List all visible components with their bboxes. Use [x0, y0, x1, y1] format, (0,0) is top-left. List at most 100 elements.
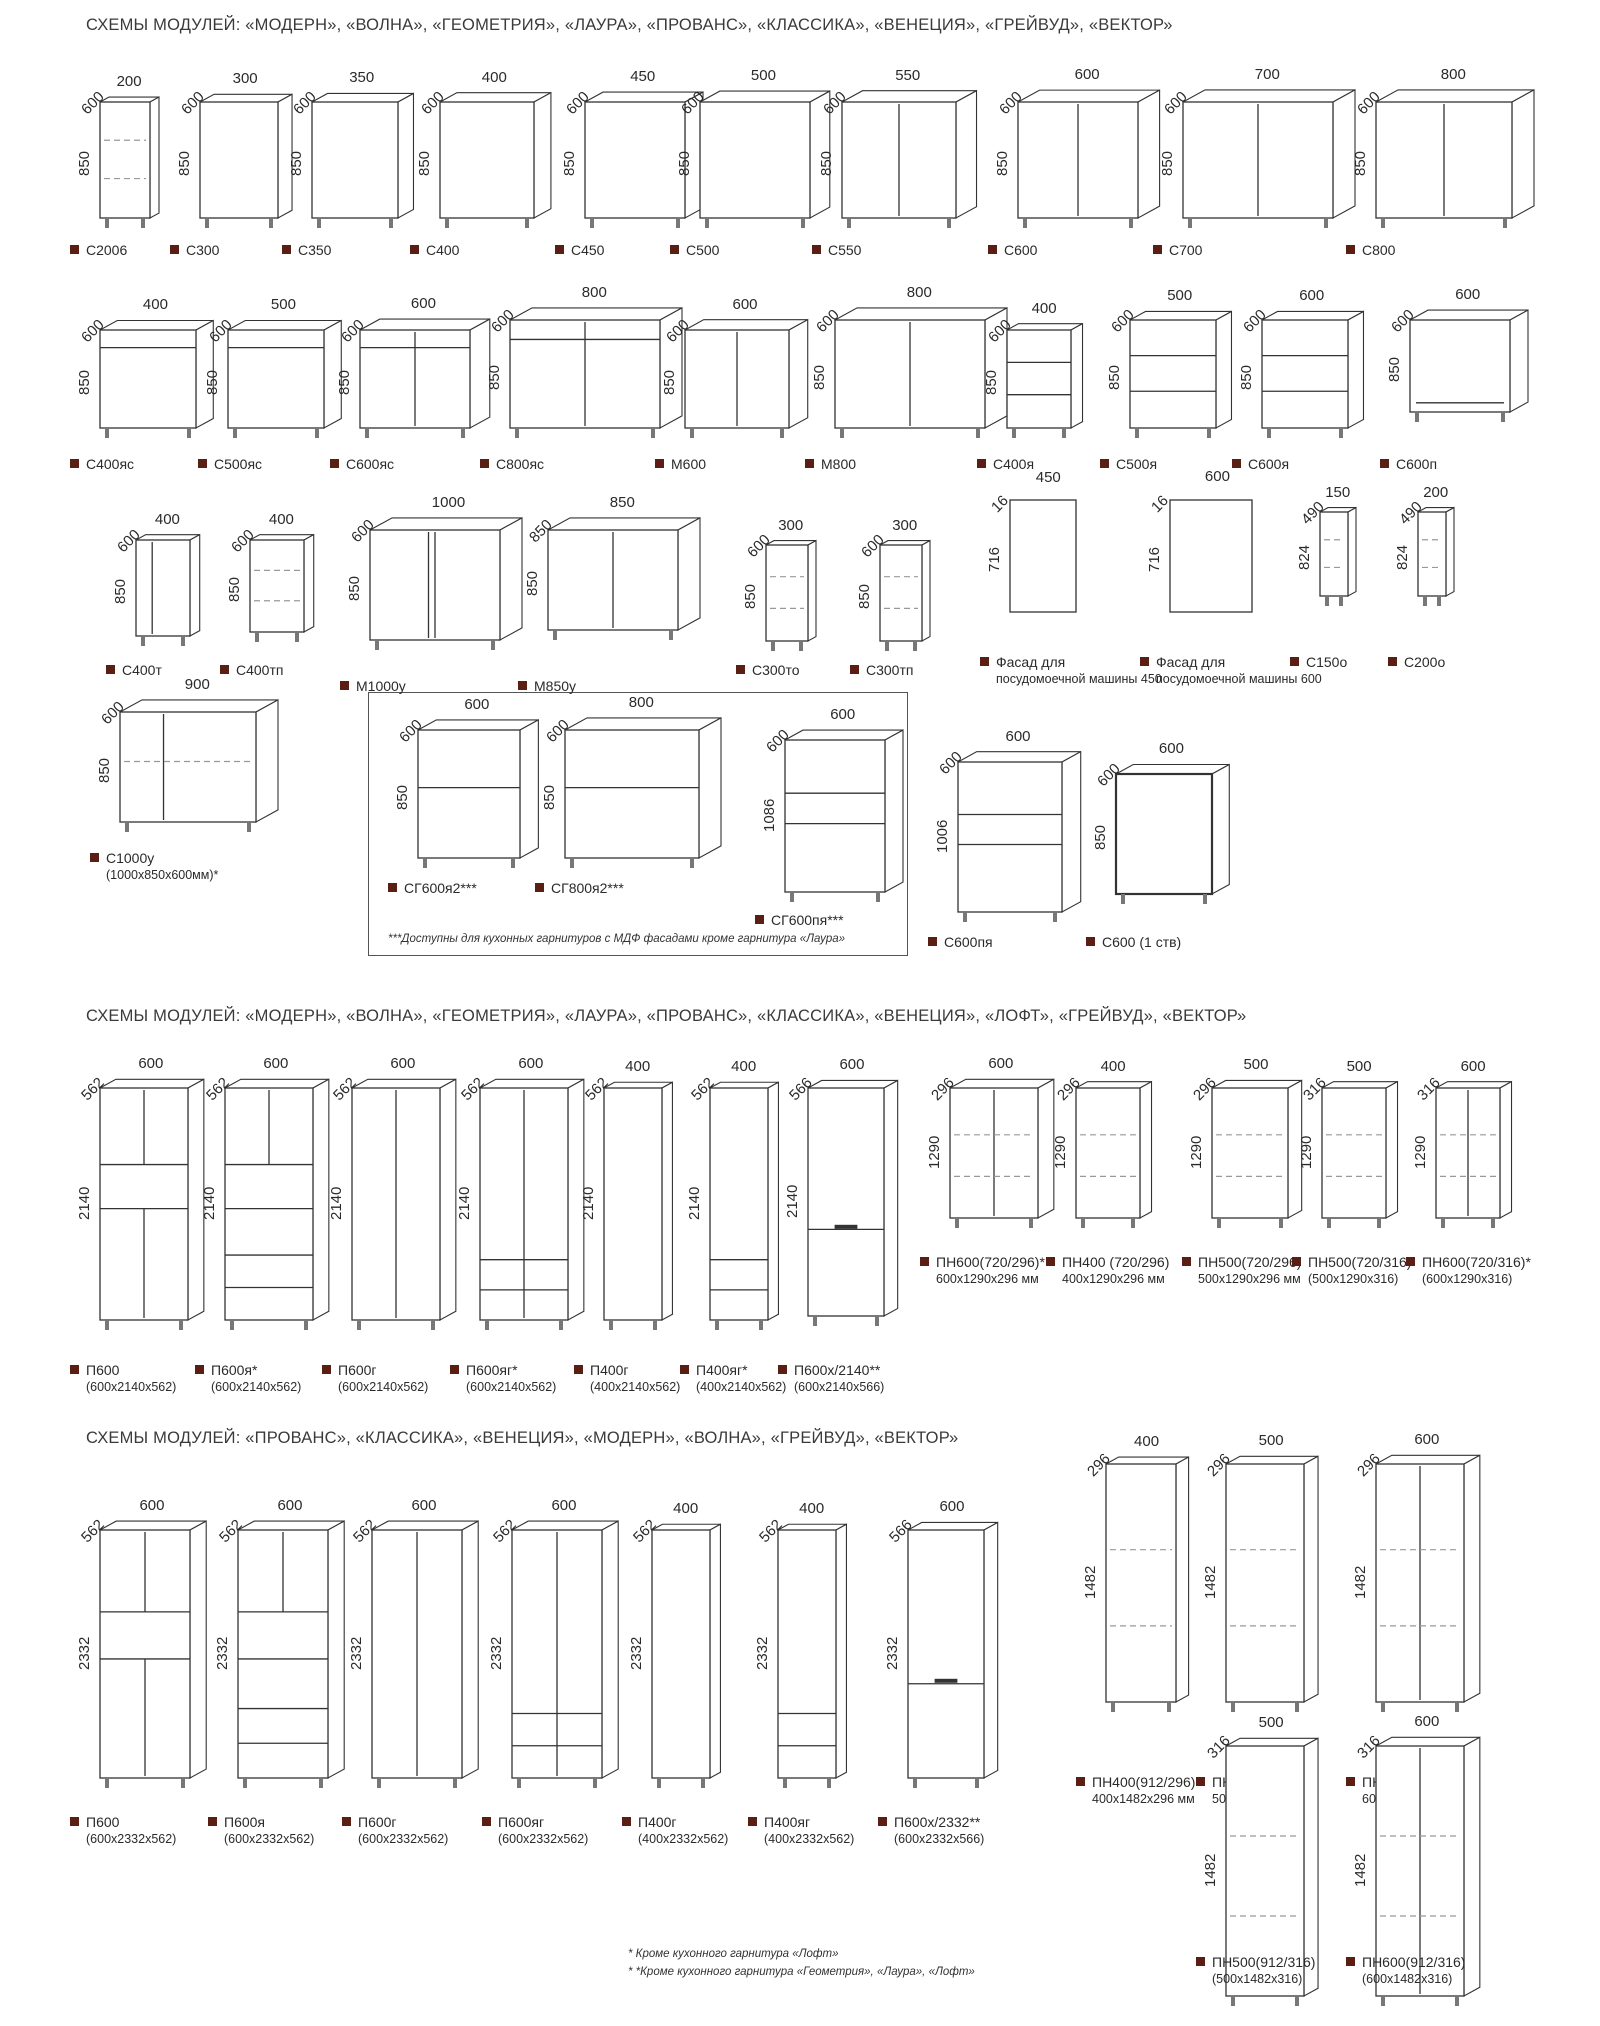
height-dimension: 850 — [983, 369, 1000, 395]
cabinet-top — [99, 1078, 205, 1089]
module-code: С400тп — [236, 662, 284, 678]
cabinet-front — [1319, 511, 1349, 597]
cabinet-leg — [657, 1778, 661, 1788]
cabinet-top — [1261, 310, 1364, 321]
module-code: С2006 — [86, 242, 128, 258]
cabinet-front — [879, 544, 923, 642]
module-code: П600 — [86, 1362, 120, 1378]
cabinet-drawing — [879, 539, 931, 651]
cabinet-leg — [913, 641, 917, 651]
width-dimension: 350 — [349, 69, 375, 87]
cabinet-leg — [1455, 1702, 1459, 1712]
cabinet-leg — [1441, 1218, 1445, 1228]
cabinet-front — [1225, 1745, 1305, 1997]
cabinet-side — [1463, 1454, 1481, 1703]
cabinet-top — [224, 1078, 330, 1089]
label-marker-icon — [928, 937, 937, 946]
cabinet-leg — [1295, 1996, 1299, 2006]
cabinet-drawing — [99, 1520, 207, 1788]
cabinet-drawing — [99, 96, 160, 228]
cabinet-top — [1129, 310, 1232, 321]
label-marker-icon — [330, 459, 339, 468]
cabinet-drawing — [709, 1081, 779, 1330]
module-code: С500яс — [214, 456, 263, 472]
width-dimension: 500 — [750, 67, 776, 85]
width-dimension: 600 — [139, 1497, 165, 1515]
cabinet-drawing — [1417, 506, 1455, 606]
cabinet-leg — [179, 1320, 183, 1330]
cabinet-top — [699, 90, 831, 103]
height-dimension: 2140 — [76, 1186, 93, 1220]
cabinet-drawing — [584, 91, 704, 228]
module-code: С700 — [1169, 242, 1203, 258]
module-size: (600х1482х316) — [1362, 1972, 1453, 1986]
label-marker-icon — [450, 1365, 459, 1374]
cabinet-top — [351, 1078, 457, 1089]
module-code: ПН500(720/316) — [1308, 1254, 1412, 1270]
label-marker-icon — [850, 665, 859, 674]
cabinet-side — [921, 539, 931, 642]
height-dimension: 1290 — [1298, 1135, 1315, 1169]
cabinet-leg — [1062, 428, 1066, 438]
label-marker-icon — [555, 245, 564, 254]
height-dimension: 850 — [112, 578, 129, 604]
cabinet-leg — [105, 218, 109, 228]
cabinet-leg — [491, 640, 495, 650]
cabinet-leg — [913, 1778, 917, 1788]
cabinet-leg — [715, 1320, 719, 1330]
module-label: П400г(400х2332х562) — [622, 1814, 728, 1848]
module-code: П400яг — [764, 1814, 811, 1830]
label-marker-icon — [208, 1817, 217, 1826]
width-dimension: 900 — [184, 675, 210, 693]
height-dimension: 850 — [811, 364, 828, 390]
cabinet-top — [1017, 89, 1160, 103]
width-dimension: 500 — [270, 296, 296, 314]
module-label: СГ600я2*** — [388, 880, 477, 897]
width-dimension: 800 — [581, 283, 607, 301]
width-dimension: 600 — [830, 706, 856, 724]
width-dimension: 500 — [1243, 1056, 1269, 1074]
module-code: П600х/2140** — [794, 1362, 881, 1378]
module-label: ПН400(912/296)400х1482х296 мм — [1076, 1774, 1195, 1808]
height-dimension: 1482 — [1202, 1565, 1219, 1599]
cabinet-top — [311, 92, 414, 103]
module-code: С300тп — [866, 662, 914, 678]
cabinet-drawing — [1105, 1456, 1190, 1712]
width-dimension: 1000 — [431, 493, 466, 511]
cabinet-top — [547, 517, 701, 531]
cabinet-leg — [431, 1320, 435, 1330]
cabinet-leg — [799, 641, 803, 651]
module-size: (400х2140х562) — [590, 1380, 681, 1394]
label-marker-icon — [920, 1257, 929, 1266]
cabinet-front — [1417, 511, 1447, 597]
cabinet-leg — [105, 1320, 109, 1330]
cabinet-drawing — [99, 1078, 205, 1330]
height-dimension: 2140 — [784, 1184, 801, 1218]
cabinet-leg — [1295, 1702, 1299, 1712]
cabinet-front — [784, 739, 886, 893]
cabinet-front — [439, 101, 535, 219]
module-label: ПН600(912/316)(600х1482х316) — [1346, 1954, 1465, 1988]
module-code: П600я* — [211, 1362, 258, 1378]
module-label: С500я — [1100, 456, 1157, 473]
module-label: С200о — [1388, 654, 1445, 671]
module-code: П400г — [590, 1362, 629, 1378]
width-dimension: 600 — [138, 1055, 164, 1073]
height-dimension: 850 — [1386, 356, 1403, 382]
cabinet-drawing — [765, 539, 817, 651]
cabinet-top — [371, 1520, 479, 1531]
cabinet-side — [1509, 309, 1529, 413]
cabinet-front — [699, 101, 811, 219]
label-marker-icon — [1388, 657, 1397, 666]
